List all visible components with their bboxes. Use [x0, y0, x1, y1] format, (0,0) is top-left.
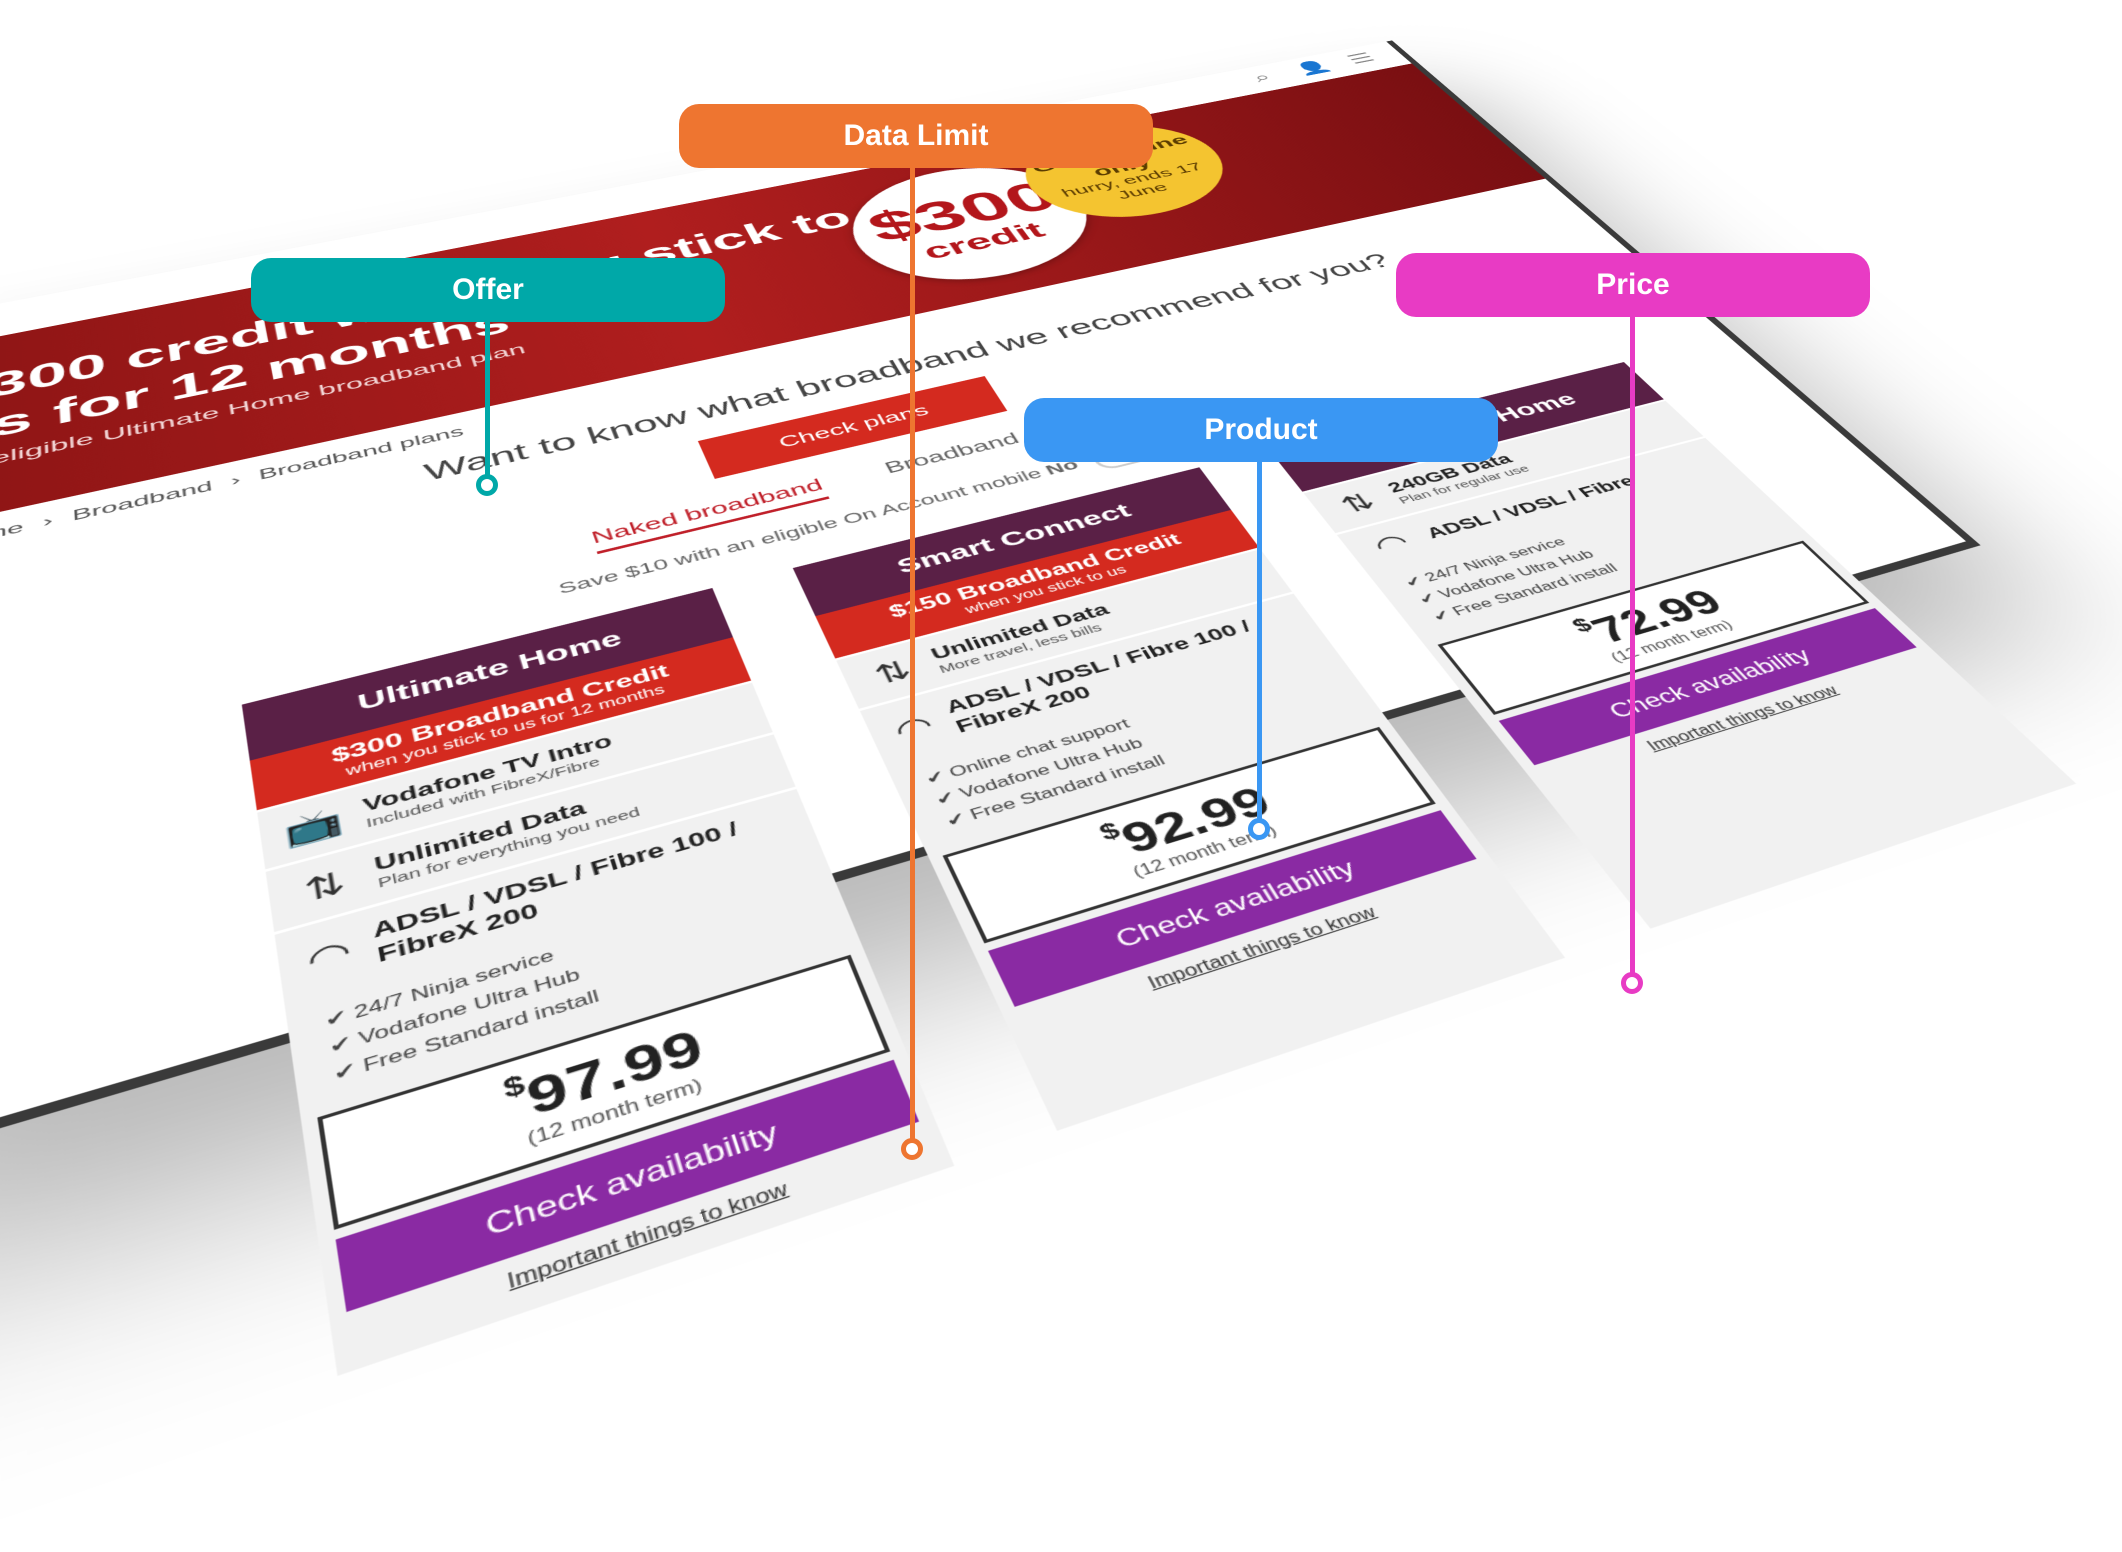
data-arrows-icon: ⇅: [869, 654, 917, 691]
marker-dot-offer: [476, 474, 498, 496]
callout-price: Price: [1396, 253, 1870, 317]
marker-dot-data-limit: [901, 1138, 923, 1160]
leader-line-data-limit: [910, 168, 915, 1144]
leader-line-price: [1630, 317, 1635, 978]
plan-card-ultimate-home: Ultimate Home $300 Broadband Credit when…: [241, 587, 955, 1376]
data-arrows-icon: ⇅: [301, 864, 349, 910]
user-icon[interactable]: 👤: [1290, 58, 1336, 77]
chevron-right-icon: ›: [42, 512, 54, 531]
search-icon[interactable]: ⌕: [1248, 69, 1276, 86]
marker-dot-price: [1621, 972, 1643, 994]
callout-data-limit: Data Limit: [679, 104, 1153, 168]
data-arrows-icon: ⇅: [1334, 488, 1382, 519]
speedometer-icon: ◠: [1366, 528, 1417, 561]
speedometer-icon: ◠: [304, 932, 355, 982]
tv-icon: 📺: [282, 803, 347, 851]
marker-dot-product: [1248, 818, 1270, 840]
leader-line-product: [1257, 462, 1262, 826]
breadcrumb-item[interactable]: Home: [0, 518, 24, 553]
callout-product: Product: [1024, 398, 1498, 462]
website-screenshot: ⌕ 👤 ☰ $300 credit when you stick to us f…: [0, 40, 2077, 1376]
menu-icon[interactable]: ☰: [1343, 50, 1380, 67]
hero-title: $300 credit when you stick to us for 12 …: [0, 200, 858, 455]
plan-cards: Ultimate Home $300 Broadband Credit when…: [241, 362, 2077, 1376]
leader-line-offer: [485, 322, 490, 482]
chevron-right-icon: ›: [229, 471, 242, 490]
callout-offer: Offer: [251, 258, 725, 322]
